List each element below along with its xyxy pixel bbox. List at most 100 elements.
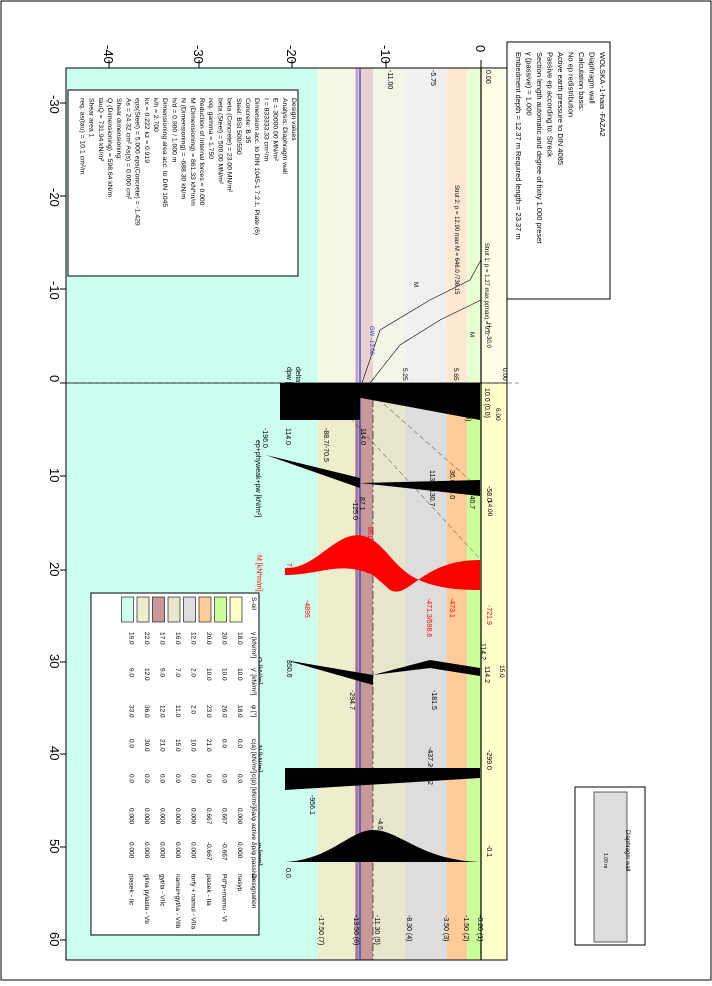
left-axis-tick-label: -10 xyxy=(378,45,393,64)
soil-table-cell: 0.000 xyxy=(143,808,150,825)
pressure-label: 87.1 xyxy=(358,497,365,511)
layer-label: -17.50 (7) xyxy=(317,915,324,945)
load-label: 0.00 xyxy=(501,368,508,381)
soil-table-cell: 0.667 xyxy=(205,808,212,825)
soil-swatch xyxy=(121,596,134,623)
elevation-label: -11.00 xyxy=(386,70,393,89)
header-line: γ (passive) = 1.000 xyxy=(525,52,534,116)
normal-label: -299.0 xyxy=(485,750,492,770)
guide-line-2 xyxy=(359,382,482,491)
soil-table-cell: 0.000 xyxy=(190,842,197,859)
pressure-label: -58.0 xyxy=(485,486,492,502)
soil-table-cell: 0.000 xyxy=(128,842,135,859)
soil-table-header: δa/φ active xyxy=(250,808,257,840)
design-value-line: Concrete: B 35 xyxy=(244,98,251,144)
soil-table-cell: 11.0 xyxy=(174,705,181,718)
pressure-label: -88.7/-70.5 xyxy=(322,428,329,462)
ep-active xyxy=(360,480,480,496)
soil-table-cell: 0.0 xyxy=(205,774,212,783)
strut-label: GW -13.00 xyxy=(368,326,374,356)
depth-axis-tick-label: -30 xyxy=(47,95,62,114)
header-line: Passive ep according to: Streck xyxy=(546,52,555,157)
strut-label: H = -30.0 xyxy=(485,323,491,349)
soil-table-frame xyxy=(90,592,260,936)
soil-table-cell: torfy + namul - VIIa xyxy=(190,874,197,929)
soil-table-header: c(p) [kN/m²] xyxy=(250,774,257,808)
soil-table-cell: Pd*p+mamu - VI xyxy=(221,874,228,922)
normal-fill xyxy=(285,768,480,790)
soil-table-header: Designation xyxy=(250,874,257,909)
header-line: WOLSKA -1-haia -FAZA2 xyxy=(598,52,607,137)
pressure-label: 36.6/72.0 xyxy=(448,470,455,499)
pressure-label: 10.0 (0.0) xyxy=(483,388,490,418)
soil-table-cell: 2.0 xyxy=(190,668,197,677)
pressure-label: 0 (-1.40) xyxy=(464,395,471,421)
soil-table-header: c(a) [kN/m²] xyxy=(250,739,257,773)
header-line: Calculation basis: xyxy=(577,52,586,111)
soil-table-cell: 33.0 xyxy=(128,705,135,718)
soil-table-cell: 26.0 xyxy=(221,705,228,718)
design-value-line: Dimensioning area acc. to DIN 1045 xyxy=(161,98,168,207)
normal-label: -567.2 xyxy=(426,765,433,785)
soil-table-cell: 12.0 xyxy=(190,632,197,645)
moment-diagram xyxy=(285,535,480,592)
soil-table-cell: 0.0 xyxy=(128,774,135,783)
soil-table-cell: 0.000 xyxy=(159,808,166,825)
soil-table-cell: 17.0 xyxy=(159,632,166,645)
soil-swatch xyxy=(198,596,212,623)
soil-table-cell: 20.0 xyxy=(221,632,228,645)
soil-swatch xyxy=(183,596,196,623)
left-axis-tick-label: -30 xyxy=(191,45,206,64)
soil-table-cell: 21.0 xyxy=(159,739,166,752)
elevation-label: 0.00 xyxy=(484,70,491,84)
soil-table-cell: 15.0 xyxy=(174,739,181,752)
design-value-line: eps(Steel) = 5.000 eps(Concrete) = -1.42… xyxy=(134,98,141,226)
layer-label: -1.50 (2) xyxy=(462,915,469,941)
pressure-label: 114.0 xyxy=(284,428,291,445)
load-label: 6.00 xyxy=(494,408,501,421)
soil-table-header: S-oil xyxy=(250,597,257,611)
soil-table-cell: 0.0 xyxy=(159,774,166,783)
soil-table-cell: 7.0 xyxy=(174,668,181,677)
soil-table-cell: 36.0 xyxy=(143,705,150,718)
soil-table-cell: 0.0 xyxy=(190,774,197,783)
normal-diagram xyxy=(285,768,480,790)
shear-diagram xyxy=(285,660,480,685)
layer-label: -8.30 (4) xyxy=(405,915,412,941)
depth-axis-tick-label: 10 xyxy=(47,468,62,482)
pressure-envelope-2 xyxy=(369,299,482,384)
pressure-label: ep+phyweak+pw [kN/m²] xyxy=(254,440,261,517)
header-line: Embedment depth = 12.37 m Required lengt… xyxy=(514,52,523,240)
soil-table-header: δp/φ passive xyxy=(250,842,257,879)
depth-axis-tick-label: -20 xyxy=(47,188,62,207)
soil-table-cell: -0.667 xyxy=(221,842,228,861)
soil-table-cell: 0.0 xyxy=(143,774,150,783)
soil-table-cell: nasyp xyxy=(236,874,243,892)
strut-label: M xyxy=(412,282,418,287)
wall-section xyxy=(593,791,628,943)
depth-axis-tick-label: 60 xyxy=(47,932,62,946)
soil-table-cell: 18.0 xyxy=(236,632,243,645)
design-value-line: req. as(tau) = 10.1 cm²/m xyxy=(78,98,85,175)
layer-label: -0.20 (1) xyxy=(476,915,483,941)
water-pressure-diagram xyxy=(280,383,480,420)
design-value-line: req. gamma = 1.750 xyxy=(207,98,214,159)
soil-table-cell: 0.0 xyxy=(236,739,243,748)
deflection-label: -0.1 xyxy=(485,845,492,857)
soil-table-cell: 10.0 xyxy=(221,668,228,681)
design-value-line: Analysis: Diaphragm wall xyxy=(281,98,288,174)
soil-table-cell: 12.0 xyxy=(143,668,150,681)
soil-table-cell: 30.0 xyxy=(143,739,150,752)
design-value-line: N (Dimensioning) = -688.30 kN/m xyxy=(180,98,187,199)
soil-table-cell: 0.0 xyxy=(174,774,181,783)
moment-label: -473.1 xyxy=(448,598,455,618)
moment-label: 861.3 xyxy=(366,527,373,545)
pressure-envelope xyxy=(361,259,482,384)
soil-table-cell: 23.0 xyxy=(205,705,212,718)
guide-line-1 xyxy=(317,382,482,561)
soil-table-cell: 10.0 xyxy=(190,739,197,752)
depth-axis-tick-label: 0 xyxy=(47,375,62,382)
deflection-fill xyxy=(285,830,480,862)
